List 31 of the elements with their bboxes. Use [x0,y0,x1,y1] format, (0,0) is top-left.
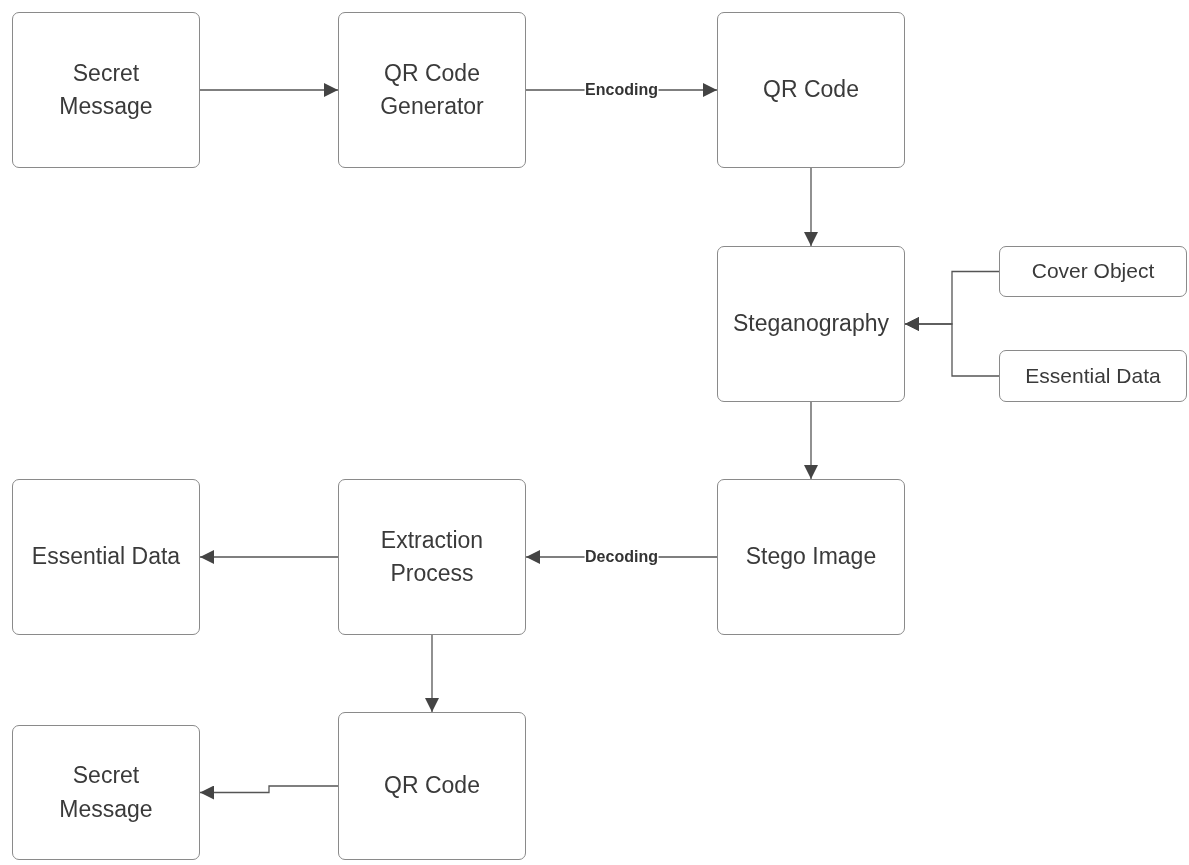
arrow [199,785,339,800]
process-box [338,479,526,635]
box-label: Secret Message [58,58,154,121]
arrow [199,550,339,564]
process-box [717,246,905,402]
process-box [338,12,526,168]
edge-label: Encoding [584,81,659,99]
arrow [904,317,1000,377]
box-label: Cover Object [1030,258,1156,285]
arrow [804,401,818,480]
arrow [804,167,818,247]
box-label: Essential Data [1024,362,1162,389]
process-box [12,479,200,635]
box-label: Extraction Process [379,525,485,588]
process-box [338,712,526,860]
process-box [999,350,1187,402]
process-box [12,725,200,860]
arrow [199,83,339,97]
box-label: Secret Message [58,761,154,824]
process-box [12,12,200,168]
box-label: Essential Data [30,542,182,572]
process-box [717,479,905,635]
box-label: Steganography [732,309,890,339]
box-label: Stego Image [744,542,878,572]
box-label: QR Code Generator [379,58,485,121]
process-box [717,12,905,168]
arrow [425,634,439,713]
box-label: QR Code [383,771,481,801]
box-label: QR Code [762,75,860,105]
process-box [999,246,1187,297]
edge-label: Decoding [584,548,659,566]
